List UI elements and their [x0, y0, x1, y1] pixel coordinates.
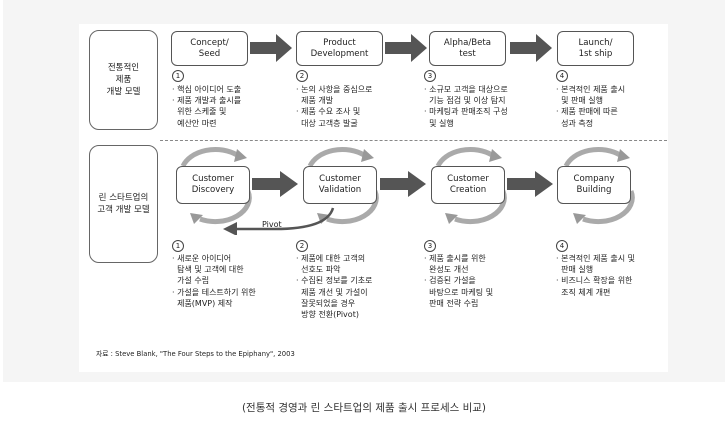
stage-title: Launch/ 1st ship — [578, 37, 613, 59]
stage-box-concept: Concept/ Seed — [171, 31, 248, 66]
section-divider — [160, 140, 667, 141]
row-label-traditional: 전통적인 제품 개발 모델 — [89, 30, 158, 130]
step-number: 2 — [296, 70, 308, 82]
pivot-label: Pivot — [262, 220, 282, 229]
stage-box-company-building: Company Building — [557, 166, 631, 204]
stage-bullets: · 새로운 아이디어 탐색 및 고객에 대한 가설 수립 · 가설을 테스트하기… — [172, 254, 256, 308]
stage-box-customer-validation: Customer Validation — [303, 166, 377, 204]
arrow-right-icon — [252, 171, 298, 197]
stage-box-product-development: Product Development — [296, 31, 383, 66]
stage-bullets: · 본격적인 제품 출시 및 판매 실행 · 비즈니스 확장을 위한 조직 체계… — [556, 254, 635, 297]
arrow-right-icon — [385, 34, 427, 62]
row-label-lean-startup: 린 스타트업의 고객 개발 모델 — [89, 145, 158, 263]
step-number: 4 — [556, 240, 568, 252]
pivot-arrow-icon — [223, 207, 335, 235]
step-number: 3 — [424, 240, 436, 252]
arrow-right-icon — [510, 34, 552, 62]
arrow-right-icon — [250, 34, 292, 62]
stage-bullets: · 소규모 고객을 대상으로 기능 점검 및 이상 탐지 · 마케팅과 판매조직… — [424, 85, 508, 128]
step-number: 2 — [296, 240, 308, 252]
arrow-right-icon — [380, 171, 426, 197]
step-number: 1 — [172, 70, 184, 82]
row-label-text: 린 스타트업의 고객 개발 모델 — [97, 193, 150, 215]
arrow-right-icon — [507, 171, 553, 197]
row-label-text: 전통적인 제품 개발 모델 — [106, 63, 141, 97]
stage-box-launch: Launch/ 1st ship — [557, 31, 634, 66]
stage-title: Customer Validation — [318, 174, 362, 195]
stage-box-customer-discovery: Customer Discovery — [176, 166, 250, 204]
step-number: 1 — [172, 240, 184, 252]
source-note: 자료 : Steve Blank, "The Four Steps to the… — [96, 350, 295, 358]
stage-box-alpha-beta: Alpha/Beta test — [429, 31, 506, 66]
stage-box-customer-creation: Customer Creation — [431, 166, 505, 204]
stage-bullets: · 핵심 아이디어 도출 · 제품 개발과 출시를 위한 스케줄 및 예산안 마… — [172, 85, 242, 128]
stage-title: Customer Creation — [447, 174, 489, 195]
figure-caption: (전통적 경영과 린 스타트업의 제품 출시 프로세스 비교) — [241, 402, 487, 414]
stage-title: Product Development — [310, 37, 369, 59]
stage-title: Company Building — [573, 174, 615, 195]
stage-bullets: · 본격적인 제품 출시 및 판매 실행 · 제품 판매에 따른 성과 측정 — [556, 85, 626, 128]
stage-title: Alpha/Beta test — [443, 37, 492, 59]
stage-title: Concept/ Seed — [190, 37, 229, 59]
stage-bullets: · 논의 사항을 중심으로 제품 개발 · 제품 수요 조사 및 대상 고객층 … — [296, 85, 373, 128]
step-number: 4 — [556, 70, 568, 82]
stage-title: Customer Discovery — [191, 174, 235, 195]
stage-bullets: · 제품에 대한 고객의 선호도 파악 · 수집된 정보를 기초로 제품 개선 … — [296, 254, 373, 320]
step-number: 3 — [424, 70, 436, 82]
stage-bullets: · 제품 출시를 위한 완성도 개선 · 검증된 가설을 바탕으로 마케팅 및 … — [424, 254, 494, 308]
